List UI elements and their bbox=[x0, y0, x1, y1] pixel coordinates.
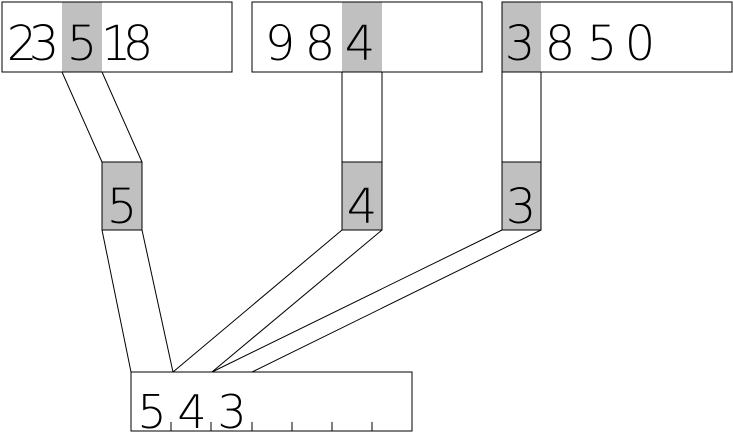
digit: 8 bbox=[545, 16, 576, 72]
connector-number-1-to-digit-1 bbox=[61, 71, 143, 163]
extracted-digit-box-2: 4 bbox=[341, 161, 383, 235]
extracted-digit-frame bbox=[501, 161, 542, 231]
number-box-frame bbox=[251, 1, 483, 73]
connector-digit-3-to-result bbox=[211, 229, 542, 373]
result-digit: 4 bbox=[177, 385, 206, 433]
result-box: 5 4 3 bbox=[130, 371, 413, 433]
extracted-digit-box-3: 3 bbox=[501, 161, 542, 235]
connector-number-3-to-digit-3 bbox=[501, 72, 542, 162]
number-box-1: 2 3 5 1 8 bbox=[1, 1, 233, 73]
digit-selected: 5 bbox=[67, 16, 98, 72]
extracted-digit-box-1: 5 bbox=[101, 161, 143, 235]
extracted-digit-frame bbox=[341, 161, 383, 231]
digit-highlight bbox=[342, 2, 382, 72]
digit-highlight bbox=[62, 2, 102, 72]
digit: 5 bbox=[587, 16, 618, 72]
result-digit: 5 bbox=[137, 385, 166, 433]
connector-number-2-to-digit-2 bbox=[341, 72, 383, 162]
connector-digit-2-to-result bbox=[172, 229, 383, 373]
digit: 8 bbox=[123, 16, 154, 72]
digit: 1 bbox=[101, 16, 132, 72]
digit: 0 bbox=[625, 16, 656, 72]
result-slot-ticks bbox=[170, 422, 373, 431]
number-box-3: 3 8 5 0 bbox=[501, 1, 733, 73]
number-box-frame bbox=[501, 1, 733, 73]
extracted-digit: 5 bbox=[107, 179, 138, 235]
number-box-frame bbox=[1, 1, 233, 73]
digit-selected: 4 bbox=[345, 16, 376, 72]
digit: 2 bbox=[7, 16, 38, 72]
extracted-digit: 3 bbox=[506, 179, 537, 235]
digit: 3 bbox=[29, 16, 60, 72]
extracted-digit: 4 bbox=[347, 179, 378, 235]
digit-highlight bbox=[502, 2, 541, 72]
digit: 8 bbox=[305, 16, 336, 72]
result-digit: 3 bbox=[217, 385, 246, 433]
connector-digit-1-to-result bbox=[101, 229, 174, 373]
connectors bbox=[61, 71, 542, 373]
digit: 9 bbox=[265, 16, 296, 72]
extracted-digit-frame bbox=[101, 161, 143, 231]
digit-selected: 3 bbox=[505, 16, 536, 72]
result-box-frame bbox=[130, 371, 413, 432]
number-box-2: 9 8 4 bbox=[251, 1, 483, 73]
